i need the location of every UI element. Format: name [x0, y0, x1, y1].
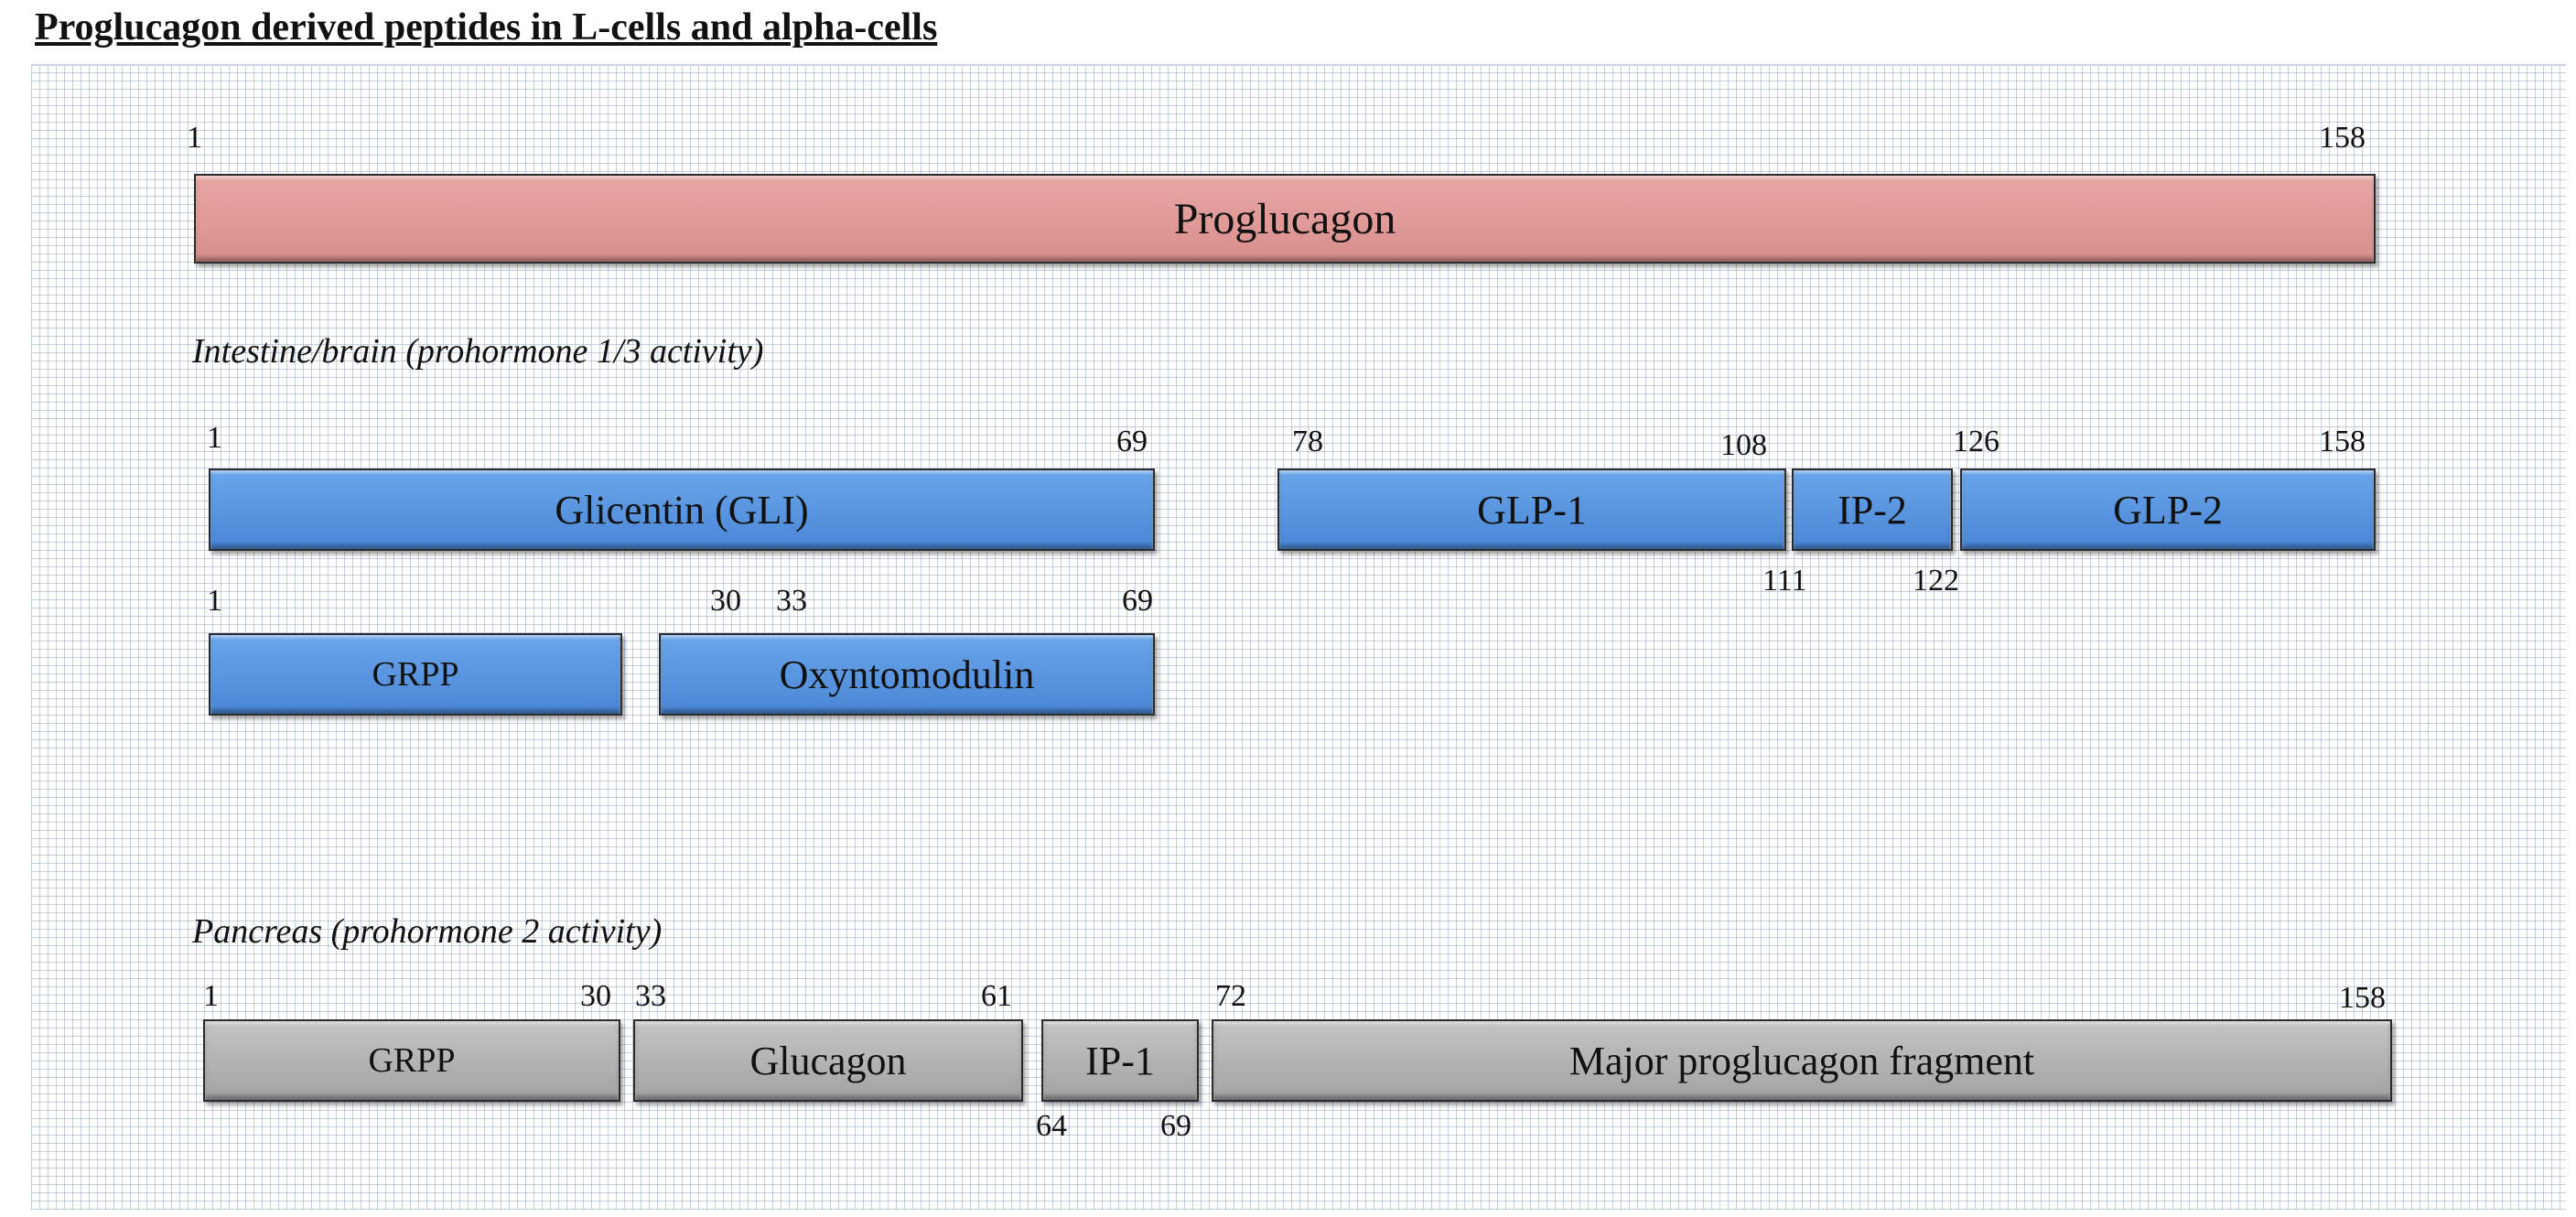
ip1-end-number: 69	[1160, 1109, 1191, 1143]
oxyntomodulin-start-number: 33	[776, 584, 807, 618]
ip1-label: IP-1	[1085, 1038, 1155, 1083]
glucagon-end-number: 61	[981, 979, 1012, 1013]
ip2-bar: IP-2	[1792, 468, 1953, 551]
glucagon-label: Glucagon	[749, 1038, 907, 1083]
grpp-pancreas-label: GRPP	[368, 1041, 456, 1080]
glp2-start-number: 126	[1953, 425, 1999, 458]
glicentin-start-number: 1	[207, 421, 222, 455]
oxyntomodulin-end-number: 69	[1122, 584, 1153, 618]
pancreas-section-label: Pancreas (prohormone 2 activity)	[192, 912, 663, 951]
grpp-pancreas-end-number: 30	[580, 979, 611, 1013]
ip2-label: IP-2	[1838, 487, 1907, 533]
glicentin-end-number: 69	[1116, 425, 1148, 458]
glucagon-start-number: 33	[635, 979, 666, 1013]
proglucagon-label: Proglucagon	[1173, 194, 1396, 243]
mpgf-bar: Major proglucagon fragment	[1212, 1019, 2392, 1102]
oxyntomodulin-bar: Oxyntomodulin	[659, 633, 1155, 716]
glp1-bar: GLP-1	[1277, 468, 1786, 551]
grpp-intestine-end-number: 30	[710, 584, 741, 618]
ip1-bar: IP-1	[1041, 1019, 1199, 1102]
glucagon-bar: Glucagon	[633, 1019, 1023, 1102]
grpp-intestine-label: GRPP	[372, 655, 459, 694]
ip2-end-number: 122	[1913, 564, 1959, 598]
proglucagon-start-number: 1	[187, 121, 202, 155]
glp1-end-number: 108	[1720, 428, 1767, 462]
grpp-pancreas-bar: GRPP	[203, 1019, 620, 1102]
ip2-start-number: 111	[1762, 564, 1807, 598]
glicentin-bar: Glicentin (GLI)	[209, 468, 1155, 551]
oxyntomodulin-label: Oxyntomodulin	[779, 652, 1035, 697]
diagram-title: Proglucagon derived peptides in L-cells …	[35, 6, 938, 48]
glp2-label: GLP-2	[2113, 487, 2223, 533]
proglucagon-end-number: 158	[2319, 121, 2366, 155]
glp2-end-number: 158	[2319, 425, 2366, 458]
glp1-start-number: 78	[1292, 425, 1323, 458]
mpgf-label: Major proglucagon fragment	[1568, 1038, 2035, 1083]
proglucagon-bar: Proglucagon	[194, 174, 2376, 264]
ip1-start-number: 64	[1036, 1109, 1067, 1143]
grpp-intestine-bar: GRPP	[209, 633, 622, 716]
mpgf-start-number: 72	[1215, 979, 1246, 1013]
glicentin-label: Glicentin (GLI)	[555, 487, 809, 533]
grpp-pancreas-start-number: 1	[203, 979, 219, 1013]
glp1-label: GLP-1	[1477, 487, 1587, 533]
intestine-section-label: Intestine/brain (prohormone 1/3 activity…	[192, 332, 764, 371]
mpgf-end-number: 158	[2339, 981, 2386, 1015]
grpp-intestine-start-number: 1	[207, 584, 222, 618]
glp2-bar: GLP-2	[1960, 468, 2376, 551]
